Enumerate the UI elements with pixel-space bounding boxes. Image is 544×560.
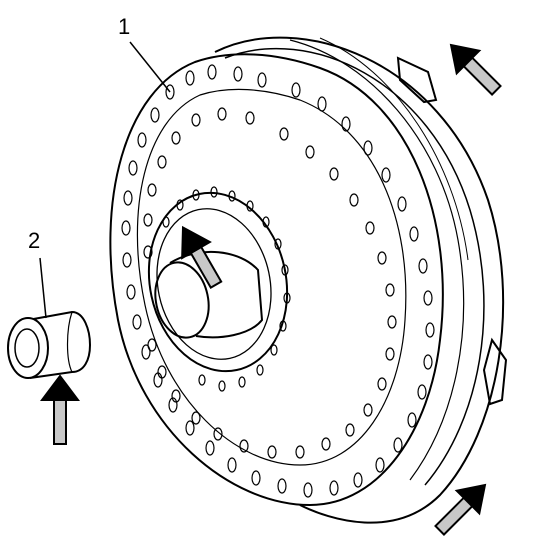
converter-rear-shell <box>214 36 505 524</box>
hub-vanes <box>162 186 291 392</box>
bushing-edge-line <box>66 311 73 373</box>
face-perforations-inner <box>143 107 397 459</box>
arrow-pump-lug-bottom <box>434 483 487 536</box>
converter-shell-seam <box>289 39 465 481</box>
face-perforations-outer <box>121 64 435 498</box>
leader-line-1 <box>129 41 171 93</box>
bushing <box>7 310 92 379</box>
callout-label-2: 2 <box>28 228 41 253</box>
hub-recess-inner <box>156 208 272 360</box>
arrows <box>40 43 502 536</box>
torque-converter <box>109 36 508 524</box>
pump-lug-bottom <box>482 337 508 406</box>
arrow-pump-lug-top <box>449 43 502 96</box>
leader-lines <box>39 41 171 319</box>
hub-shaft-body <box>169 250 264 339</box>
converter-front-face <box>109 53 444 507</box>
converter-shell-seam-2 <box>319 37 469 261</box>
callout-label-1: 1 <box>118 14 131 39</box>
pump-lug-top <box>396 56 438 104</box>
bushing-end-inner <box>14 328 40 368</box>
arrow-hub-center <box>181 225 223 290</box>
converter-face-ring <box>136 88 407 466</box>
arrow-bushing <box>40 374 80 445</box>
leader-line-2 <box>39 257 47 319</box>
hub-shaft-end <box>154 261 210 339</box>
converter-shell-rim-inner <box>224 47 485 486</box>
